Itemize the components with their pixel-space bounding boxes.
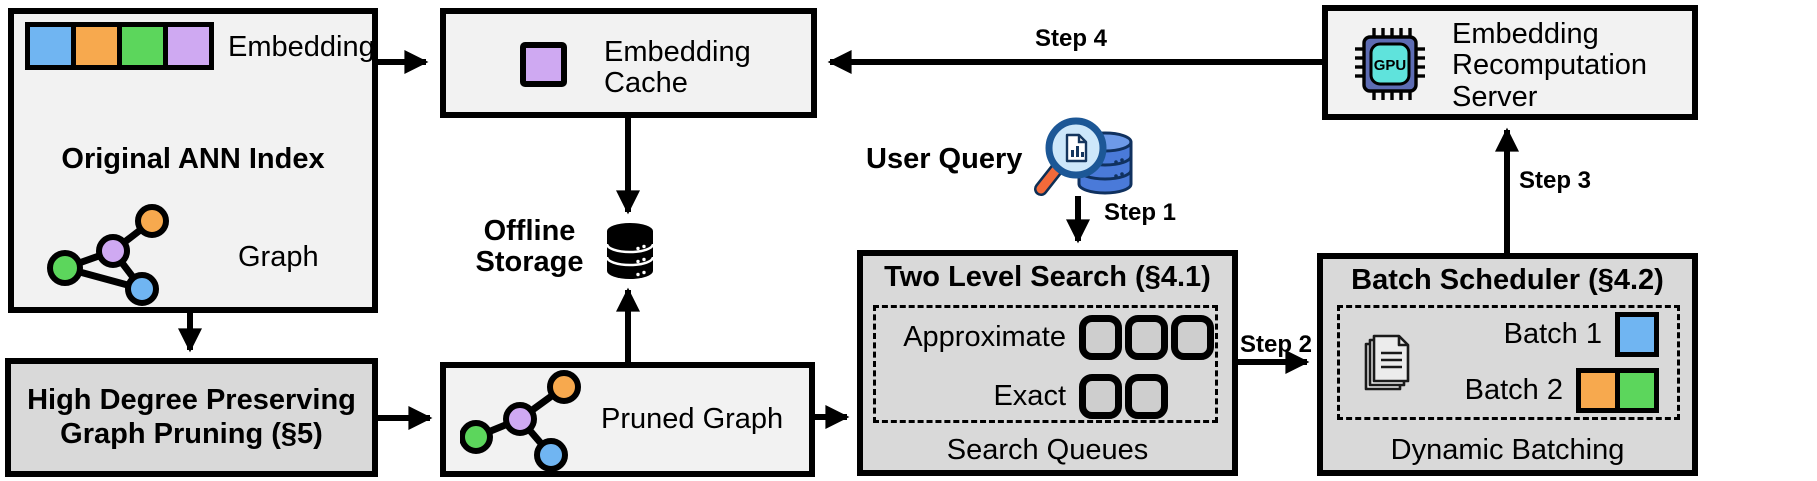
purple-square [168, 27, 209, 65]
queue-slot [1079, 315, 1122, 360]
cached-embedding-icon [520, 42, 567, 87]
exact-queue-label: Exact [993, 380, 1066, 412]
blue-square [1620, 317, 1654, 352]
approximate-queue-slots [1079, 315, 1214, 360]
queue-slot [1171, 315, 1214, 360]
step-4-label: Step 4 [1034, 25, 1108, 52]
query-document-glyph [1065, 133, 1088, 163]
embedding-vector-icon [25, 22, 214, 70]
gpu-chip-text: GPU [1374, 57, 1407, 74]
batch-scheduler-title: Batch Scheduler (§4.2) [1351, 264, 1664, 296]
batch-scheduler-box: Batch Scheduler (§4.2) [1317, 253, 1698, 476]
ann-index-title: Original ANN Index [61, 143, 325, 175]
two-level-search-title: Two Level Search (§4.1) [884, 261, 1211, 293]
dynamic-batching-footer: Dynamic Batching [1390, 434, 1625, 466]
step-1-label: Step 1 [1104, 199, 1177, 226]
graph-label: Graph [238, 241, 319, 273]
batch-1-label: Batch 1 [1503, 318, 1602, 350]
offline-storage-label: Offline Storage [475, 215, 584, 279]
documents-icon [1364, 334, 1410, 390]
embedding-label: Embedding [228, 31, 375, 63]
exact-queue-row: Exact [876, 367, 1215, 426]
batch-1-items [1615, 312, 1659, 357]
graph-pruning-box: High Degree Preserving Graph Pruning (§5… [5, 358, 378, 477]
user-query-label: User Query [866, 143, 1023, 175]
recomputation-server-label: Embedding Recomputation Server [1452, 18, 1648, 113]
exact-queue-slots [1079, 374, 1168, 419]
batch-2-row: Batch 2 [1418, 363, 1659, 419]
approximate-queue-label: Approximate [903, 321, 1066, 353]
batch-1-row: Batch 1 [1418, 307, 1659, 363]
original-ann-index-box: Embedding Original ANN Index Graph [8, 8, 378, 313]
gpu-chip-icon: GPU [1355, 28, 1425, 100]
search-queues-footer: Search Queues [946, 434, 1149, 466]
batch-2-label: Batch 2 [1464, 374, 1563, 406]
green-square [122, 27, 163, 65]
queue-slot [1125, 374, 1168, 419]
green-square [1620, 373, 1654, 408]
queue-slot [1125, 315, 1168, 360]
orange-square [1581, 373, 1615, 408]
graph-icon [47, 204, 169, 306]
graph-pruning-label: High Degree Preserving Graph Pruning (§5… [27, 384, 356, 450]
step-2-label: Step 2 [1239, 331, 1313, 358]
blue-square [30, 27, 71, 65]
pruned-graph-icon [460, 370, 581, 472]
search-queues-panel: Approximate Exact [873, 305, 1218, 423]
embedding-cache-box: Embedding Cache [440, 8, 817, 118]
dynamic-batching-panel: Batch 1 Batch 2 [1337, 305, 1680, 420]
approximate-queue-row: Approximate [876, 308, 1215, 367]
two-level-search-box: Two Level Search (§4.1) Approximate Exac… [857, 250, 1238, 476]
recomputation-server-box: GPU Embedding Recomputation Server [1322, 5, 1698, 120]
offline-storage-database-icon [605, 223, 655, 279]
query-search-icon [1034, 117, 1133, 196]
pruned-graph-box: Pruned Graph [440, 362, 815, 477]
step-3-label: Step 3 [1519, 167, 1592, 194]
embedding-cache-label: Embedding Cache [604, 36, 751, 100]
orange-square [76, 27, 117, 65]
batch-2-items [1576, 368, 1659, 413]
queue-slot [1079, 374, 1122, 419]
pruned-graph-label: Pruned Graph [601, 403, 784, 435]
